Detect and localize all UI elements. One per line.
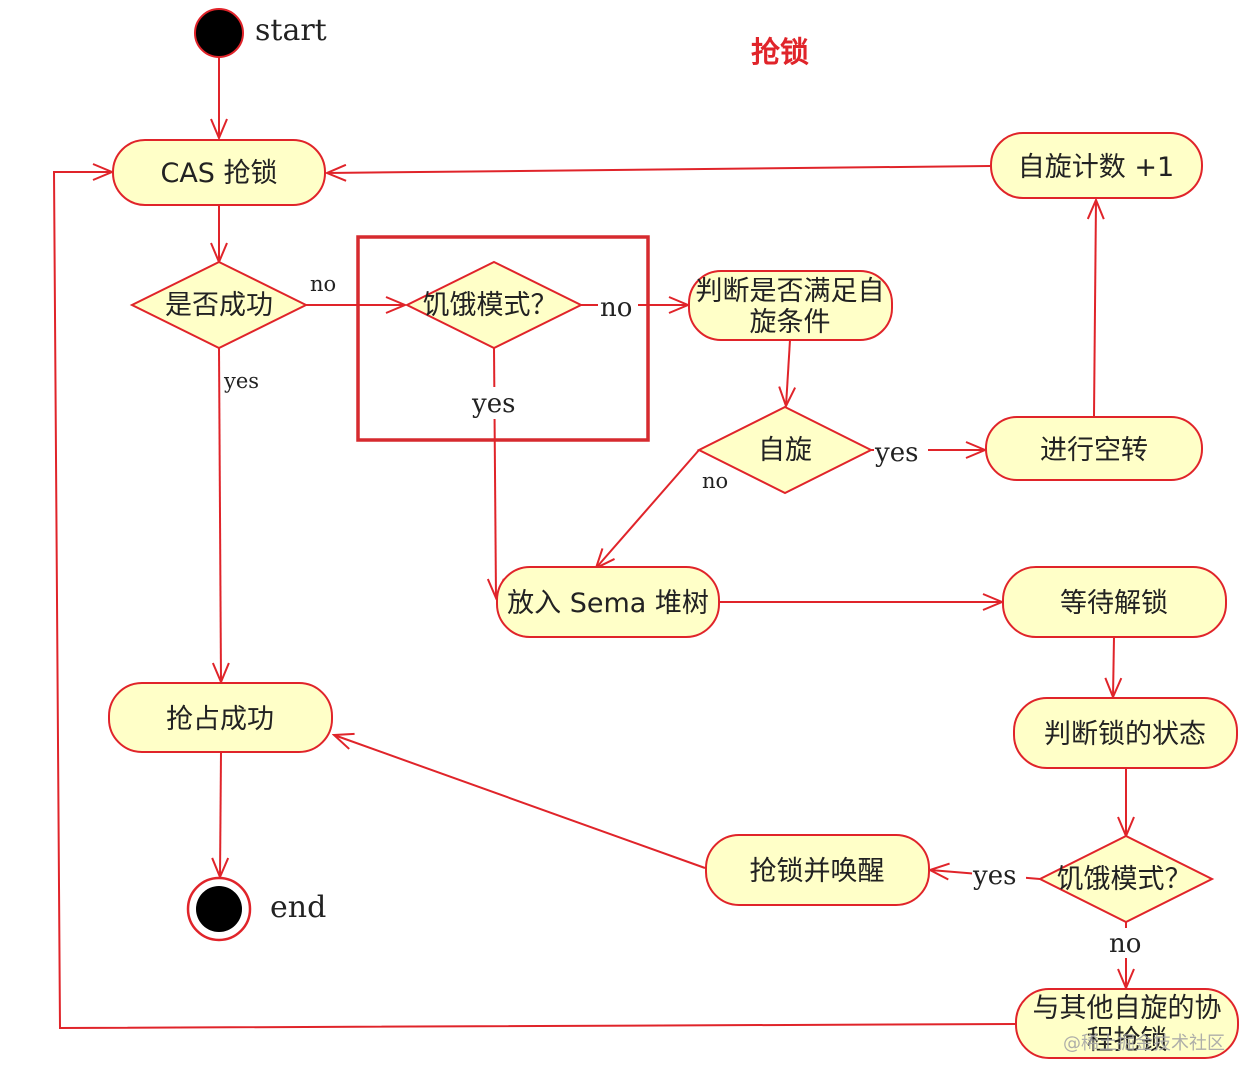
do-spin-label: 进行空转 xyxy=(1040,435,1148,466)
activity-check-lock-state: 判断锁的状态 xyxy=(1013,697,1238,769)
spin-no-label: no xyxy=(702,469,728,493)
edge-labels: no yes no yes yes no yes no xyxy=(223,272,1148,959)
edges xyxy=(52,57,1126,1030)
starving2-yes-label: yes xyxy=(972,861,1016,891)
check-spin-label-line1: 判断是否满足自 xyxy=(696,276,885,307)
start-label: start xyxy=(255,13,327,48)
activity-compete-with-spinners: 与其他自旋的协 程抢锁 xyxy=(1015,988,1239,1059)
start-node: start xyxy=(194,8,327,58)
grab-and-wake-label: 抢锁并唤醒 xyxy=(750,856,885,887)
edge-check-spin-to-spin xyxy=(786,339,790,406)
spin-yes-label: yes xyxy=(874,438,918,468)
edge-acquired-to-end xyxy=(220,751,221,877)
decision-spin: 自旋 xyxy=(696,405,874,495)
spin-label: 自旋 xyxy=(758,435,812,466)
cas-lock-label: CAS 抢锁 xyxy=(160,158,277,189)
edge-spin-no-to-sema xyxy=(596,449,700,568)
spin-count-label: 自旋计数 +1 xyxy=(1018,152,1174,183)
decision-is-success: 是否成功 xyxy=(129,260,309,350)
edge-starving-yes-to-sema xyxy=(494,347,496,598)
wait-unlock-label: 等待解锁 xyxy=(1060,588,1168,619)
starving-mode-highlight-box xyxy=(356,235,650,442)
edge-grab-to-acquired xyxy=(334,735,706,869)
check-spin-label-line2: 旋条件 xyxy=(750,307,831,338)
acquired-label: 抢占成功 xyxy=(166,704,274,735)
compete-label-line2: 程抢锁 xyxy=(1087,1025,1168,1056)
success-yes-label: yes xyxy=(223,369,259,393)
starving-mode-1-label: 饥饿模式？ xyxy=(423,290,558,321)
decision-starving-mode-2: 饥饿模式？ xyxy=(1037,834,1215,924)
diagram-title: 抢锁 xyxy=(751,35,809,69)
activity-cas-lock: CAS 抢锁 xyxy=(112,139,326,206)
edge-do-spin-to-count xyxy=(1094,200,1096,417)
enqueue-sema-label: 放入 Sema 堆树 xyxy=(507,588,709,619)
watermark: @稀土掘金技术社区 xyxy=(1063,1033,1225,1054)
decision-starving-mode-1: 饥饿模式？ xyxy=(404,260,584,350)
compete-label-line1: 与其他自旋的协 xyxy=(1033,993,1222,1024)
success-no-label: no xyxy=(310,272,336,296)
activity-wait-unlock: 等待解锁 xyxy=(1002,566,1227,638)
starving2-no-label: no xyxy=(1109,929,1141,959)
activity-enqueue-sema: 放入 Sema 堆树 xyxy=(496,566,720,638)
check-lock-state-label: 判断锁的状态 xyxy=(1044,719,1206,750)
is-success-label: 是否成功 xyxy=(165,290,273,321)
activity-check-spin-condition: 判断是否满足自 旋条件 xyxy=(688,270,893,341)
edge-success-yes-to-acquired xyxy=(219,347,221,682)
end-node: end xyxy=(186,876,326,942)
end-label: end xyxy=(270,890,326,925)
activity-do-spin: 进行空转 xyxy=(985,416,1203,481)
starving-mode-2-label: 饥饿模式？ xyxy=(1057,864,1192,895)
edge-wait-to-check-state xyxy=(1113,636,1114,697)
starving1-yes-label: yes xyxy=(471,389,515,419)
starving1-no-label: no xyxy=(600,293,632,323)
edge-compete-to-cas xyxy=(52,172,1017,1030)
edge-count-to-cas xyxy=(327,166,991,173)
activity-spin-count: 自旋计数 +1 xyxy=(990,132,1203,199)
activity-grab-and-wake: 抢锁并唤醒 xyxy=(705,834,930,906)
activity-acquired: 抢占成功 xyxy=(108,682,333,753)
